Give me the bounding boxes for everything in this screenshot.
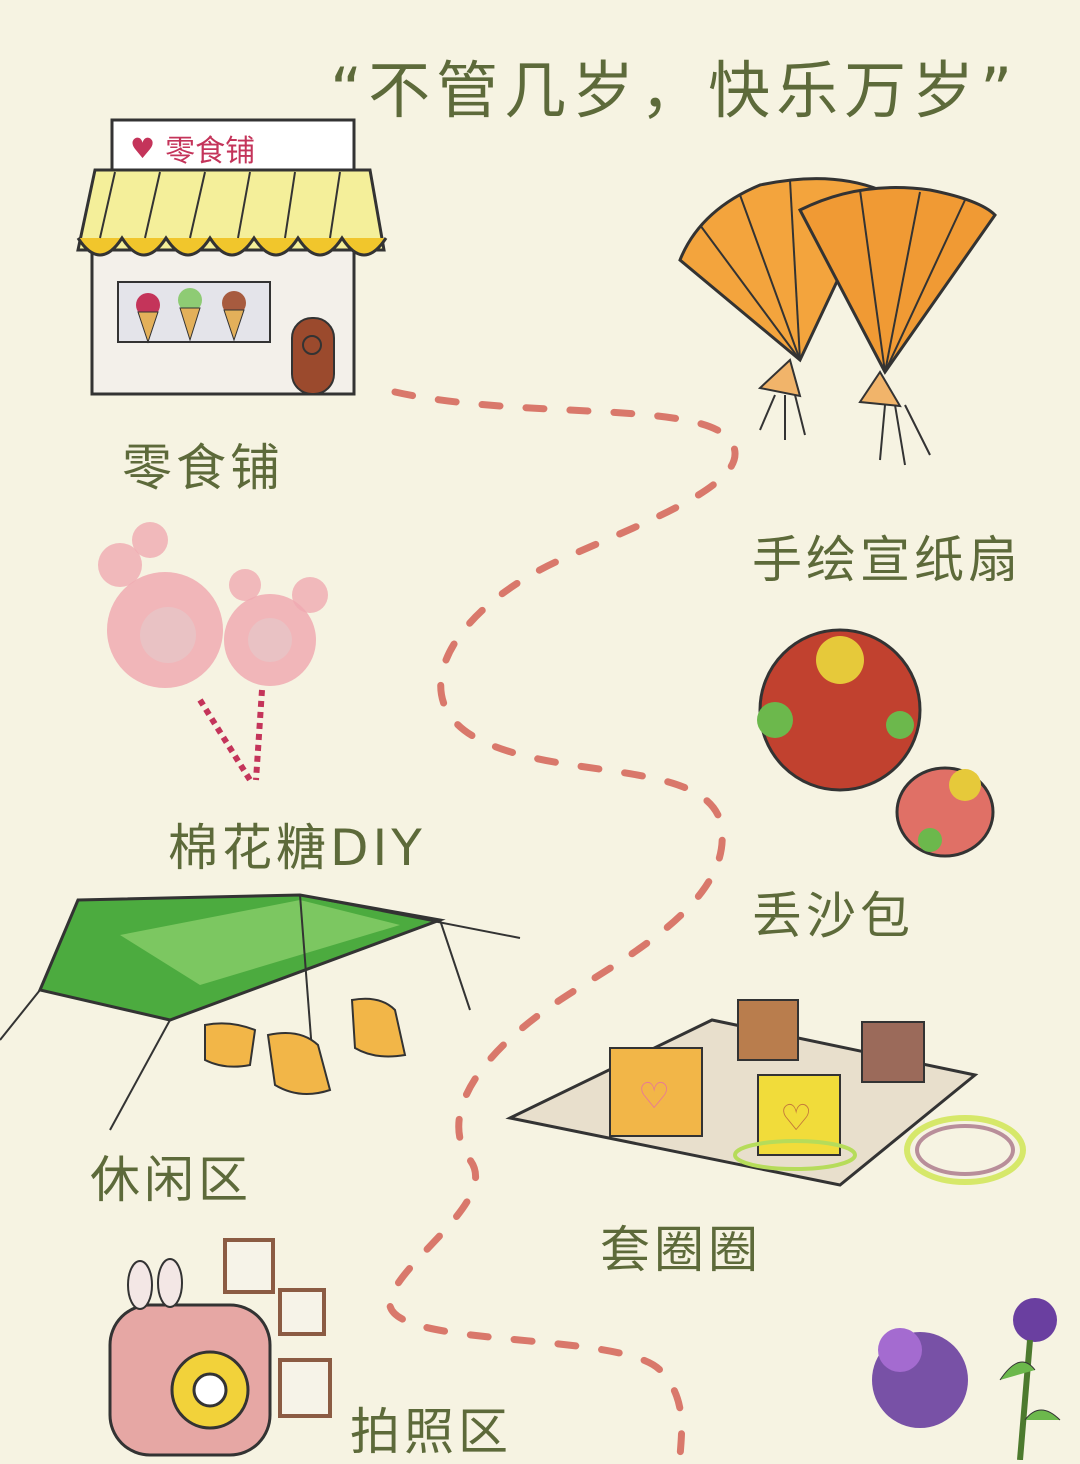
- label-photo-area: 拍照区: [350, 1403, 512, 1461]
- label-ring-toss: 套圈圈: [600, 1221, 762, 1279]
- page-title: “不管几岁，快乐万岁”: [330, 54, 1019, 127]
- label-paper-fan: 手绘宣纸扇: [752, 531, 1022, 589]
- ring-toss-illustration: ♡ ♡: [505, 999, 1026, 1187]
- label-rest-area: 休闲区: [90, 1151, 252, 1209]
- label-cotton-candy: 棉花糖DIY: [168, 819, 426, 877]
- heart-icon: ♥: [130, 131, 156, 165]
- cotton-candy-illustration: [98, 522, 328, 782]
- svg-text:♡: ♡: [638, 1076, 670, 1117]
- photo-area-illustration: [108, 1238, 332, 1457]
- flowers-illustration: [872, 1298, 1061, 1460]
- svg-text:♡: ♡: [780, 1098, 812, 1139]
- dashed-route: [386, 388, 739, 1460]
- snack-shop-sign-text: 零食铺: [165, 134, 256, 169]
- snack-shop-sign: ♥ 零食铺: [120, 128, 362, 170]
- paper-fan-illustration: [678, 177, 997, 466]
- snack-shop-illustration: [76, 118, 388, 396]
- label-sandbag: 丢沙包: [752, 887, 914, 945]
- sandbag-illustration: [757, 628, 995, 858]
- rest-area-illustration: [0, 893, 521, 1131]
- label-snack-shop: 零食铺: [122, 439, 284, 497]
